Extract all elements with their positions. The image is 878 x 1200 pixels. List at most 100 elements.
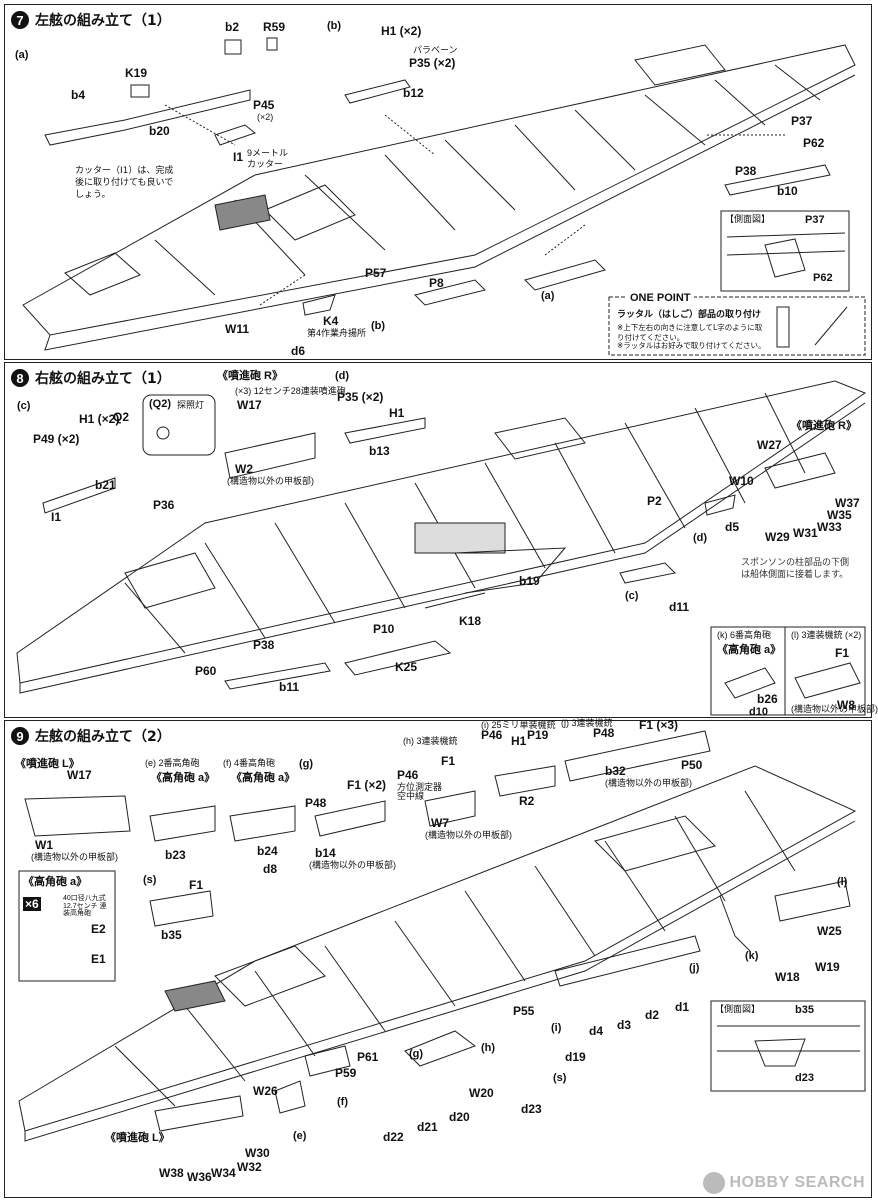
step-title: 左舷の組み立て（1） — [35, 13, 171, 29]
part-d1: d1 — [675, 1000, 690, 1014]
step-number: 9 — [11, 727, 29, 745]
k-caption: (k) 6番高角砲 — [717, 630, 772, 640]
onepoint-title: ONE POINT — [627, 293, 694, 304]
part-h1: H1 (×2) — [381, 24, 422, 38]
part-w35: W35 — [827, 508, 852, 522]
part-h1: H1 (×2) — [79, 412, 120, 426]
onepoint-line1: ※上下左右の向きに注意してL字のように取り付けてください。 — [617, 323, 763, 343]
part-d3: d3 — [617, 1018, 632, 1032]
part-p55: P55 — [513, 1004, 535, 1018]
part-d2: d2 — [645, 1008, 660, 1022]
j-caption: (j) 3連装機銃 — [561, 718, 613, 728]
antenna-caption: 方位測定器 空中線 — [397, 782, 443, 801]
callout-g2: (g) — [409, 1048, 424, 1060]
part-w33: W33 — [817, 520, 842, 534]
part-w8: W8 — [837, 698, 855, 712]
callout-c: (c) — [17, 400, 31, 412]
callout-c2: (c) — [625, 590, 639, 602]
cutter-caption: カッター — [247, 159, 284, 169]
rocket-l-title: 《噴進砲 L》 — [15, 758, 80, 770]
part-b20: b20 — [149, 124, 170, 138]
part-p45: P45 — [253, 98, 275, 112]
part-f1-s: F1 — [189, 878, 204, 892]
part-d6: d6 — [291, 344, 306, 358]
part-p61: P61 — [357, 1050, 379, 1064]
part-b2: b2 — [225, 20, 240, 34]
part-d22: d22 — [383, 1130, 404, 1144]
part-d8: d8 — [263, 862, 278, 876]
step-title: 左舷の組み立て（2） — [35, 729, 171, 745]
part-b21: b21 — [95, 478, 116, 492]
k-title: 《高角砲 a》 — [717, 644, 782, 656]
part-h1b: H1 — [389, 406, 405, 420]
part-r2: R2 — [519, 794, 535, 808]
step-9-header: 9 左舷の組み立て（2） — [11, 726, 171, 746]
part-d10: d10 — [749, 706, 768, 718]
callout-s: (s) — [143, 874, 157, 886]
callout-l: (l) — [837, 876, 848, 888]
step-7-panel: 7 左舷の組み立て（1） — [4, 4, 872, 360]
part-p62: P62 — [803, 136, 825, 150]
part-p38: P38 — [253, 638, 275, 652]
sponson-note: スポンソンの柱部品の下側は船体側面に接着します。 — [741, 558, 850, 581]
watermark-text: HOBBY SEARCH — [729, 1174, 865, 1191]
part-i1: I1 — [51, 510, 62, 524]
inset-b35: b35 — [795, 1004, 814, 1016]
i-caption: (i) 25ミリ単装機銃 — [481, 720, 556, 730]
part-b11: b11 — [279, 680, 300, 694]
part-q2: Q2 — [113, 410, 130, 424]
deck-caption: (構造物以外の甲板部) — [227, 476, 314, 486]
part-w17: W17 — [67, 768, 92, 782]
deck-caption-4: (構造物以外の甲板部) — [605, 778, 692, 788]
part-w32: W32 — [237, 1160, 262, 1174]
part-w11: W11 — [225, 322, 250, 336]
callout-b2: (b) — [371, 320, 386, 332]
part-w30: W30 — [245, 1146, 270, 1160]
step-title: 右舷の組み立て（1） — [35, 371, 171, 387]
watermark-logo-icon — [702, 1172, 725, 1194]
part-p19: P19 — [527, 728, 549, 742]
part-w31: W31 — [793, 526, 818, 540]
part-p48: P48 — [305, 796, 327, 810]
part-w10: W10 — [729, 474, 754, 488]
part-p46: P46 — [397, 768, 419, 782]
part-w2: W2 — [235, 462, 253, 476]
part-w37: W37 — [835, 496, 860, 510]
e-title: 《高角砲 a》 — [151, 772, 216, 784]
inset-p37: P37 — [805, 214, 825, 226]
step-9-panel: 9 左舷の組み立て（2） — [4, 718, 872, 1198]
aa-box-title: 《高角砲 a》 — [23, 876, 88, 888]
deck-caption-1: (構造物以外の甲板部) — [31, 852, 118, 862]
inset-p62: P62 — [813, 272, 833, 284]
part-b35: b35 — [161, 928, 182, 942]
part-p37: P37 — [791, 114, 813, 128]
inset-d23: d23 — [795, 1072, 814, 1084]
callout-i: (i) — [551, 1022, 562, 1034]
part-b24: b24 — [257, 844, 278, 858]
cutter-size: 9メートル — [247, 148, 289, 158]
onepoint-heading: ラッタル（はしご）部品の取り付け — [617, 310, 762, 320]
part-w18: W18 — [775, 970, 800, 984]
part-e1: E1 — [91, 952, 106, 966]
part-p8: P8 — [429, 276, 444, 290]
part-k19: K19 — [125, 66, 148, 80]
part-d5: d5 — [725, 520, 740, 534]
part-b32: b32 — [605, 764, 626, 778]
part-w20: W20 — [469, 1086, 494, 1100]
part-w36: W36 — [187, 1170, 212, 1184]
part-b13: b13 — [369, 444, 390, 458]
part-d21: d21 — [417, 1120, 438, 1134]
step-7-header: 7 左舷の組み立て（1） — [11, 10, 171, 30]
part-w26: W26 — [253, 1084, 278, 1098]
rocket-r-title: 《噴進砲 R》 — [217, 370, 283, 382]
hull-drawing-step7 — [22, 37, 866, 356]
part-p36: P36 — [153, 498, 175, 512]
l-deck-caption: (構造物以外の甲板部) — [791, 704, 878, 714]
step-8-panel: 8 右舷の組み立て（1） — [4, 362, 878, 718]
callout-h: (h) — [481, 1042, 496, 1054]
side-view-title: 【側面図】 — [725, 214, 771, 224]
step-8-header: 8 右舷の組み立て（1） — [11, 368, 171, 388]
part-d23: d23 — [521, 1102, 542, 1116]
rocket-r-title2: 《噴進砲 R》 — [791, 420, 857, 432]
callout-e: (e) — [293, 1130, 307, 1142]
